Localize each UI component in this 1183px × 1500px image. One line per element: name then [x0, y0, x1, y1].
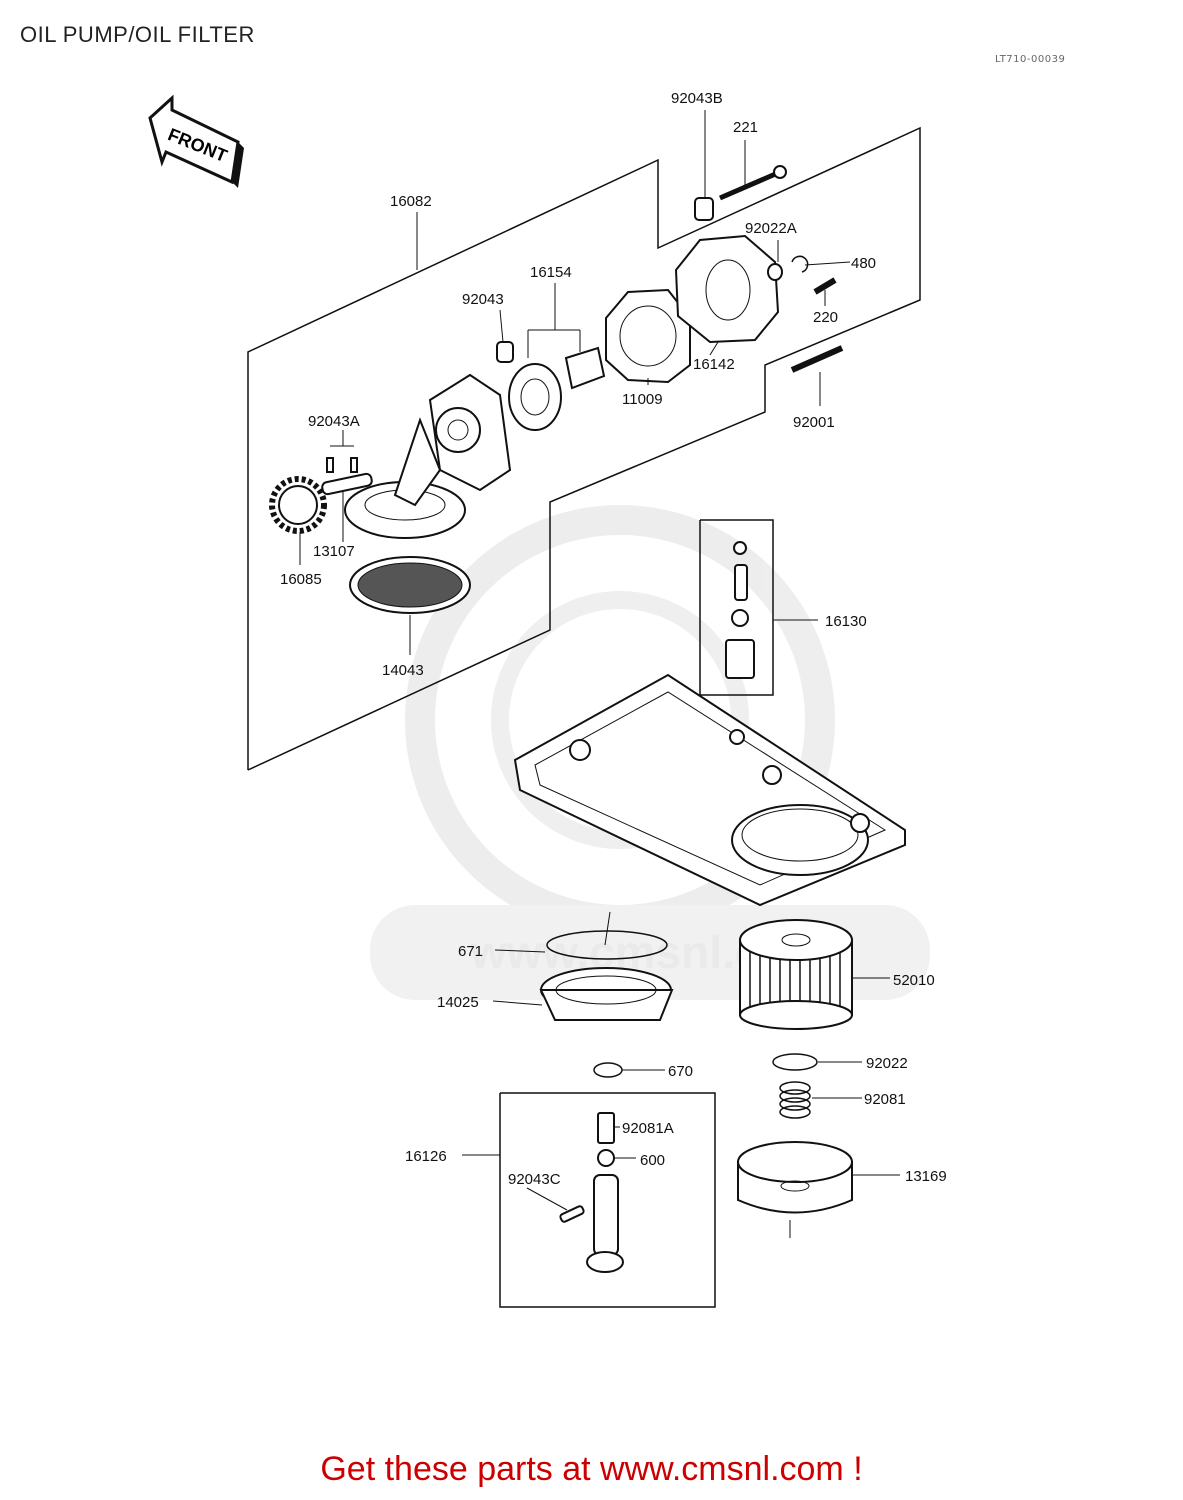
callout-600: 600	[640, 1152, 665, 1169]
bypass-valve-16126	[499, 1092, 716, 1308]
callout-92043C: 92043C	[508, 1171, 561, 1188]
callout-16154: 16154	[530, 264, 572, 281]
washer-92022a	[767, 263, 783, 281]
bolt-92001	[790, 345, 844, 373]
callout-14025: 14025	[437, 994, 479, 1011]
exploded-parts-diagram: www.cmsnl.com FRONT	[148, 90, 947, 1308]
callout-92022: 92022	[866, 1055, 908, 1072]
callout-92001: 92001	[793, 414, 835, 431]
callout-480: 480	[851, 255, 876, 272]
gasket-11009	[605, 288, 691, 384]
callout-labels: 92043B 221 16082 92022A 480 16154 92043 …	[280, 90, 947, 1188]
shaft-13107	[321, 472, 373, 496]
pump-rotors	[508, 346, 606, 431]
callout-16085: 16085	[280, 571, 322, 588]
cmsnl-footer-link[interactable]: Get these parts at www.cmsnl.com !	[320, 1450, 863, 1488]
bolt-221	[719, 165, 787, 201]
callout-16126: 16126	[405, 1148, 447, 1165]
callout-670: 670	[668, 1063, 693, 1080]
callout-16130: 16130	[825, 613, 867, 630]
leader-lines	[299, 110, 900, 1238]
circlip-480	[791, 255, 809, 273]
o-ring-670	[593, 1062, 623, 1078]
callout-671: 671	[458, 943, 483, 960]
callout-52010: 52010	[893, 972, 935, 989]
callout-92043B: 92043B	[671, 90, 723, 107]
spring-92081	[779, 1081, 811, 1119]
relief-valve-16130	[699, 519, 774, 696]
filter-cover-14025	[539, 967, 674, 1021]
callout-14043: 14043	[382, 662, 424, 679]
diagram-code: LT710-00039	[995, 54, 1066, 65]
callout-11009: 11009	[622, 391, 663, 408]
sprocket-16085	[269, 476, 327, 534]
callout-92022A: 92022A	[745, 220, 797, 237]
callout-92081: 92081	[864, 1091, 906, 1108]
callout-221: 221	[733, 119, 758, 136]
dowel-pin-92043b	[694, 197, 714, 221]
callout-13107: 13107	[313, 543, 355, 560]
callout-92043: 92043	[462, 291, 504, 308]
dowel-pin-92043	[496, 341, 514, 363]
page-title: OIL PUMP/OIL FILTER	[20, 22, 255, 47]
callout-92043A: 92043A	[308, 413, 360, 430]
callout-16082: 16082	[390, 193, 432, 210]
oil-pump-assembly-outline	[247, 126, 921, 771]
pump-cover-16142	[674, 234, 780, 344]
oil-pump-body	[344, 373, 512, 539]
oil-strainer-14043	[349, 556, 471, 614]
filter-bowl-13169	[737, 1141, 853, 1214]
front-arrow: FRONT	[148, 94, 244, 188]
bolt-220	[813, 277, 837, 295]
oil-pan	[513, 673, 906, 907]
washer-92022	[772, 1053, 818, 1071]
callout-220: 220	[813, 309, 838, 326]
callout-16142: 16142	[693, 356, 735, 373]
callout-92081A: 92081A	[622, 1120, 674, 1137]
oil-filter-52010	[739, 919, 853, 1030]
pins-92043a	[326, 457, 358, 473]
callout-13169: 13169	[905, 1168, 947, 1185]
